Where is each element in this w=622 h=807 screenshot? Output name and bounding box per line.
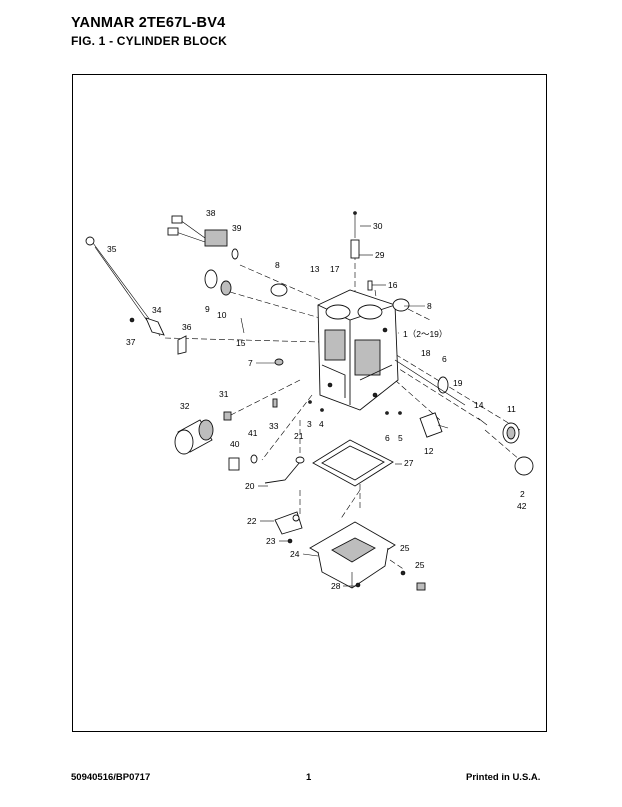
- callout-36: 36: [182, 322, 192, 332]
- callout-4: 4: [319, 419, 324, 429]
- callout-3: 3: [307, 419, 312, 429]
- callout-39: 39: [232, 223, 242, 233]
- cylinder-block: [317, 289, 399, 411]
- bolt-33: [272, 398, 278, 408]
- callout-1: 1（2～19）: [403, 329, 447, 339]
- drain-plug-25: [400, 570, 426, 591]
- page-title: YANMAR 2TE67L-BV4: [71, 15, 226, 31]
- plug-8-top: [270, 283, 288, 297]
- stud-15: [240, 317, 245, 334]
- washer-41: [250, 454, 258, 464]
- callout-8-top: 8: [275, 260, 280, 270]
- callout-11: 11: [507, 404, 516, 414]
- rod-18: [394, 359, 466, 406]
- callout-5: 5: [398, 433, 403, 443]
- callout-31: 31: [219, 389, 229, 399]
- print-note: Printed in U.S.A.: [466, 772, 541, 783]
- callout-7: 7: [248, 358, 253, 368]
- callout-28: 28: [331, 581, 341, 591]
- washer-9-10: [204, 269, 232, 296]
- nipple-31: [223, 411, 232, 421]
- bolts-5-6: [308, 400, 402, 415]
- callout-25-lower: 25: [415, 560, 425, 570]
- callout-29: 29: [375, 250, 385, 260]
- callout-9: 9: [205, 304, 210, 314]
- callout-labels: 1（2～19） 2 3 4 5 6 6 7 8 8 9 9 10 11 12 1…: [107, 208, 527, 591]
- callout-42: 42: [517, 501, 527, 511]
- diagram-frame: [72, 74, 547, 732]
- callout-40: 40: [230, 439, 240, 449]
- plug-7: [274, 358, 284, 366]
- callout-12: 12: [424, 446, 434, 456]
- callout-18: 18: [421, 348, 431, 358]
- callout-25-upper: 25: [400, 543, 410, 553]
- callout-17: 17: [330, 264, 340, 274]
- callout-16: 16: [388, 280, 398, 290]
- callout-2: 2: [520, 489, 525, 499]
- pin-14: [477, 417, 488, 426]
- callout-13: 13: [310, 264, 320, 274]
- callout-33: 33: [269, 421, 279, 431]
- callout-22: 22: [247, 516, 257, 526]
- callout-6-right: 6: [442, 354, 447, 364]
- callout-21: 21: [294, 431, 304, 441]
- assembly-lines: [164, 245, 521, 571]
- gasket-27: [312, 439, 394, 487]
- plug-40: [228, 457, 240, 471]
- callout-37: 37: [126, 337, 136, 347]
- stud-30: [353, 211, 357, 238]
- harness-38: [167, 215, 228, 247]
- callout-23: 23: [266, 536, 276, 546]
- callout-15: 15: [236, 338, 246, 348]
- clip-34: [145, 317, 165, 336]
- callout-10: 10: [217, 310, 227, 320]
- leader-lines: [256, 225, 425, 587]
- callout-35: 35: [107, 244, 117, 254]
- callout-34: 34: [152, 305, 162, 315]
- pipe-20: [264, 456, 305, 484]
- callout-38: 38: [206, 208, 216, 218]
- callout-6-lower: 6: [385, 433, 390, 443]
- callout-14: 14: [474, 400, 484, 410]
- bearing-11: [502, 422, 520, 444]
- callout-19: 19: [453, 378, 463, 388]
- washer-39: [231, 248, 239, 260]
- bolt-37: [129, 317, 135, 323]
- callout-8-right: 8: [427, 301, 432, 311]
- figure-title: FIG. 1 - CYLINDER BLOCK: [71, 34, 227, 48]
- pin-29: [350, 239, 360, 259]
- pump-12: [419, 412, 449, 438]
- oil-pan-24: [309, 521, 396, 589]
- bolt-23: [287, 538, 293, 544]
- callout-24: 24: [290, 549, 300, 559]
- callout-30: 30: [373, 221, 383, 231]
- pin-16: [367, 280, 373, 291]
- plug-8-right: [392, 298, 410, 312]
- bolt-28: [355, 582, 361, 588]
- callout-27: 27: [404, 458, 414, 468]
- callout-20: 20: [245, 481, 255, 491]
- document-number: 50940516/BP0717: [71, 772, 151, 783]
- page-number: 1: [306, 772, 312, 783]
- cap-2: [514, 456, 534, 476]
- callout-41: 41: [248, 428, 258, 438]
- strainer-22: [274, 511, 303, 535]
- callout-32: 32: [180, 401, 190, 411]
- bracket-36: [177, 335, 187, 355]
- oil-filter-32: [174, 419, 214, 455]
